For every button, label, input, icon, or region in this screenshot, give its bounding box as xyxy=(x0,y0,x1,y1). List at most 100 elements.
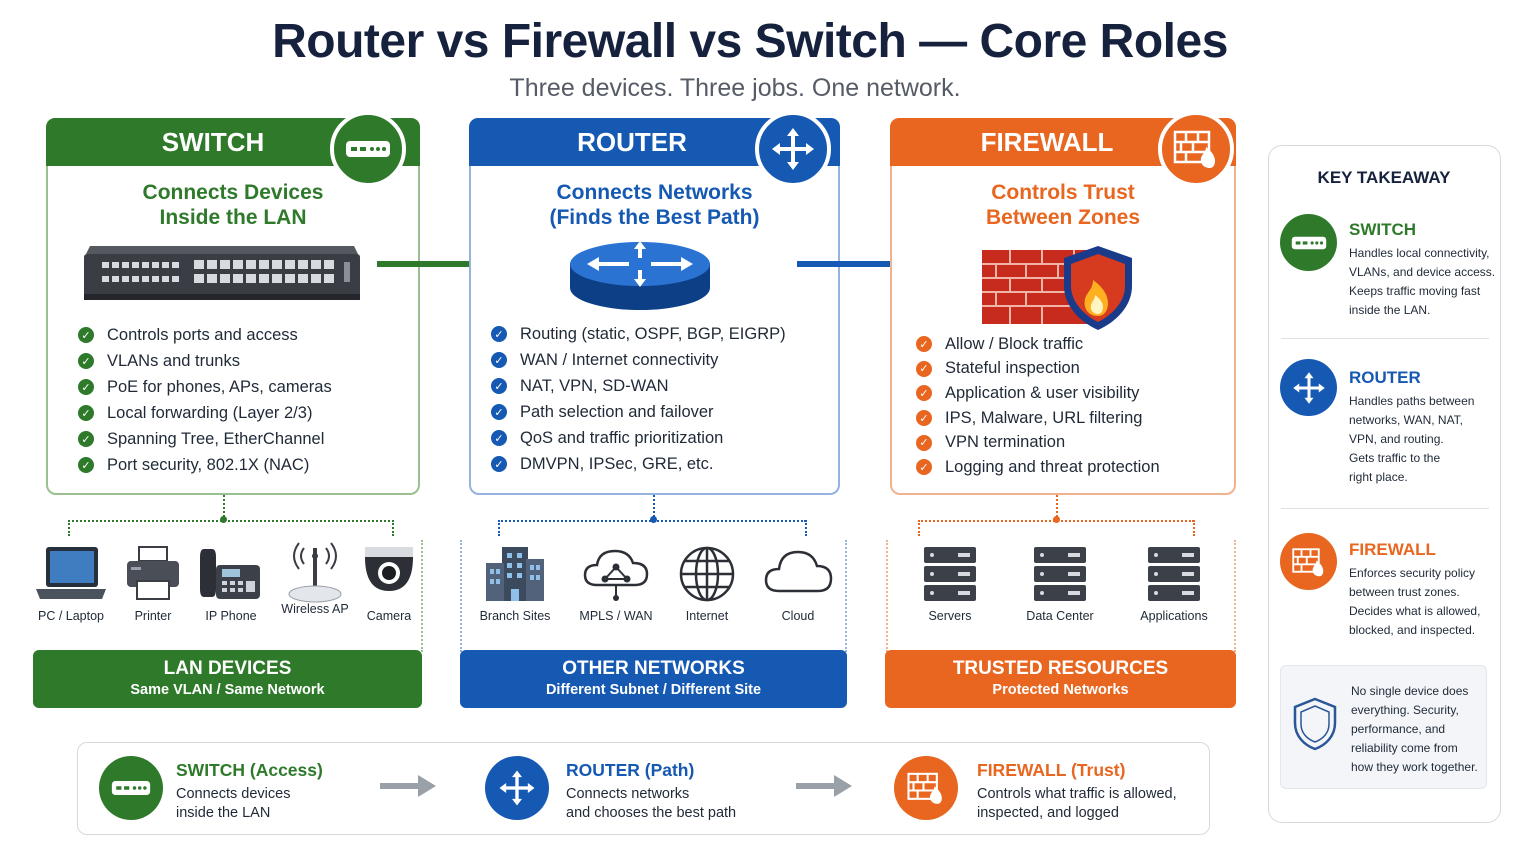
check-icon: ✓ xyxy=(78,457,94,473)
key-takeaway-panel: KEY TAKEAWAY SWITCH Handles local connec… xyxy=(1268,145,1501,823)
check-icon: ✓ xyxy=(78,379,94,395)
switch-connector-bar xyxy=(68,520,394,522)
firewall-card: FIREWALL Controls Trust Between Zones ✓A… xyxy=(890,111,1236,495)
key-takeaway-heading: KEY TAKEAWAY xyxy=(1317,168,1451,187)
server-icon xyxy=(924,547,976,601)
network-label: MPLS / WAN xyxy=(579,609,653,623)
router-illustration xyxy=(570,241,710,310)
network-branch-sites: Branch Sites xyxy=(465,545,565,623)
resource-applications: Applications xyxy=(1124,545,1224,623)
firewall-connector-dot xyxy=(1053,516,1060,523)
switch-subtitle-line1: Connects Devices xyxy=(142,181,324,204)
banner-subtitle: Different Subnet / Different Site xyxy=(545,682,762,698)
list-item: ✓IPS, Malware, URL filtering xyxy=(916,406,1160,431)
printer-icon xyxy=(127,546,179,600)
cloud-icon xyxy=(764,550,833,593)
laptop-icon xyxy=(36,547,106,599)
list-item: ✓WAN / Internet connectivity xyxy=(491,347,786,373)
kt-title: ROUTER xyxy=(1349,368,1421,387)
check-icon: ✓ xyxy=(916,459,932,476)
firewall-connector-right xyxy=(1193,520,1195,536)
data-center-icon xyxy=(1034,547,1086,601)
list-item: ✓Port security, 802.1X (NAC) xyxy=(78,452,332,478)
wireless-ap-icon xyxy=(288,542,342,603)
summary-bar xyxy=(77,742,1210,835)
check-icon: ✓ xyxy=(78,405,94,421)
router-connector-dot xyxy=(650,516,657,523)
list-item: ✓Routing (static, OSPF, BGP, EIGRP) xyxy=(491,321,786,347)
list-item: ✓NAT, VPN, SD-WAN xyxy=(491,373,786,399)
list-item: ✓Allow / Block traffic xyxy=(916,332,1160,357)
brick-wall-fire-illustration xyxy=(982,246,1132,330)
switch-card-subtitle: Connects Devices Inside the LAN xyxy=(48,180,418,230)
lan-devices-banner: LAN DEVICES Same VLAN / Same Network xyxy=(33,650,422,708)
switch-connector-stem xyxy=(223,495,225,521)
network-label: Branch Sites xyxy=(479,609,551,623)
router-feature-list: ✓Routing (static, OSPF, BGP, EIGRP) ✓WAN… xyxy=(491,321,786,477)
network-cloud: Cloud xyxy=(748,545,848,623)
check-icon: ✓ xyxy=(916,385,932,402)
banner-subtitle: Same VLAN / Same Network xyxy=(130,682,325,698)
list-item: ✓Logging and threat protection xyxy=(916,455,1160,480)
kt-router-icon xyxy=(1280,359,1337,416)
list-item: ✓Controls ports and access xyxy=(78,322,332,348)
networks-group-frame-left xyxy=(460,540,462,652)
kt-firewall-icon xyxy=(1280,533,1337,590)
lan-group-frame-right xyxy=(421,540,423,652)
kt-note-text: No single device does everything. Securi… xyxy=(1351,684,1478,774)
resources-group-frame-left xyxy=(886,540,888,652)
router-card: ROUTER Connects Networks (Finds the Best… xyxy=(469,111,840,495)
banner-title: TRUSTED RESOURCES xyxy=(952,658,1169,679)
switch-connector-right xyxy=(392,520,394,536)
applications-icon xyxy=(1148,547,1200,601)
kt-note-box: No single device does everything. Securi… xyxy=(1280,665,1487,789)
kt-text: Handles local connectivity,VLANs, and de… xyxy=(1349,246,1496,317)
router-connector-right xyxy=(805,520,807,536)
network-label: Cloud xyxy=(781,609,815,623)
device-label: Camera xyxy=(366,609,412,623)
device-label: Printer xyxy=(134,609,172,623)
summary-title: FIREWALL (Trust) xyxy=(977,760,1126,780)
switch-card-title: SWITCH xyxy=(161,126,265,157)
network-mpls-wan: MPLS / WAN xyxy=(566,545,666,623)
kt-switch-icon xyxy=(1280,214,1337,271)
router-icon xyxy=(755,111,831,187)
list-item: ✓Spanning Tree, EtherChannel xyxy=(78,426,332,452)
firewall-card-title: FIREWALL xyxy=(980,126,1114,157)
kt-switch: SWITCH Handles local connectivity,VLANs,… xyxy=(1349,220,1499,320)
networks-group-frame-right xyxy=(845,540,847,652)
list-item: ✓QoS and traffic prioritization xyxy=(491,425,786,451)
resource-label: Servers xyxy=(928,609,972,623)
check-icon: ✓ xyxy=(916,410,932,427)
device-ip-phone: IP Phone xyxy=(181,545,281,623)
resource-servers: Servers xyxy=(900,545,1000,623)
firewall-icon xyxy=(1158,111,1234,187)
router-card-subtitle: Connects Networks (Finds the Best Path) xyxy=(471,180,838,230)
check-icon: ✓ xyxy=(491,378,507,394)
check-icon: ✓ xyxy=(916,336,932,353)
device-camera: Camera xyxy=(339,545,439,623)
list-item: ✓PoE for phones, APs, cameras xyxy=(78,374,332,400)
firewall-card-subtitle: Controls Trust Between Zones xyxy=(892,180,1234,230)
router-subtitle-line1: Connects Networks xyxy=(556,181,753,204)
banner-title: LAN DEVICES xyxy=(163,658,292,679)
other-networks-banner: OTHER NETWORKS Different Subnet / Differ… xyxy=(460,650,847,708)
check-icon: ✓ xyxy=(491,456,507,472)
check-icon: ✓ xyxy=(491,404,507,420)
network-label: Internet xyxy=(685,609,729,623)
summary-router-icon xyxy=(485,756,549,820)
phone-icon xyxy=(200,549,260,599)
firewall-connector-left xyxy=(918,520,920,536)
list-item: ✓VPN termination xyxy=(916,430,1160,455)
device-label: Wireless AP xyxy=(281,602,349,616)
trusted-resources-banner: TRUSTED RESOURCES Protected Networks xyxy=(885,650,1236,708)
network-switch-illustration xyxy=(84,246,360,300)
check-icon: ✓ xyxy=(491,430,507,446)
